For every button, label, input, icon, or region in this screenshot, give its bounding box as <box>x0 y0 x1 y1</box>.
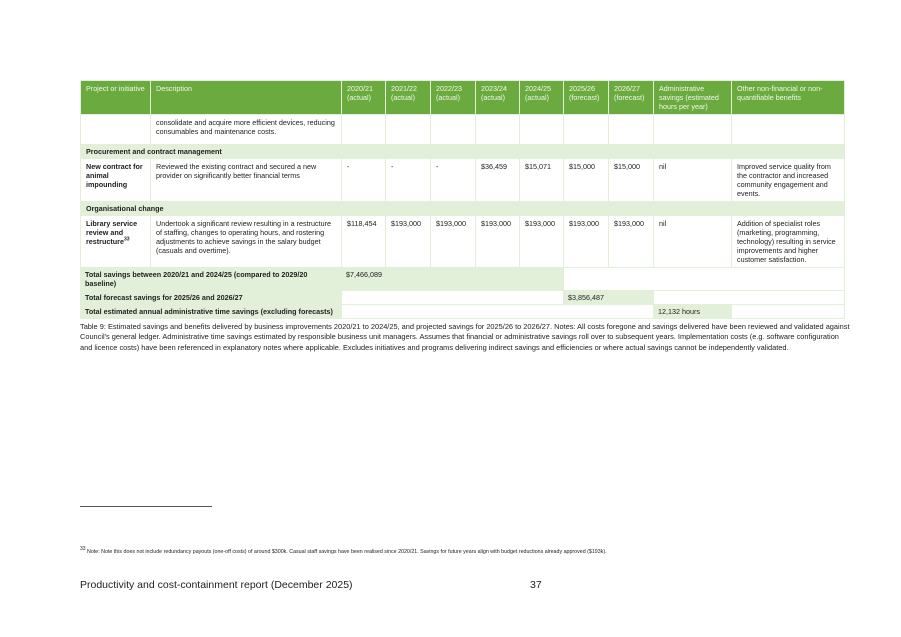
col-header: 2020/21 (actual) <box>341 80 386 115</box>
footnote-divider <box>80 506 212 507</box>
page-number: 37 <box>530 579 542 591</box>
footnote: 33 Note: Note this does not include redu… <box>80 546 607 555</box>
header-row: Project or initiative Description 2020/2… <box>80 80 845 115</box>
description: Reviewed the existing contract and secur… <box>150 158 342 202</box>
col-header: Administrative savings (estimated hours … <box>653 80 732 115</box>
savings-table: Project or initiative Description 2020/2… <box>80 80 845 319</box>
col-header: 2026/27 (forecast) <box>608 80 654 115</box>
table-block: Project or initiative Description 2020/2… <box>80 80 850 353</box>
total-row-forecast: Total forecast savings for 2025/26 and 2… <box>80 290 845 305</box>
footer-title: Productivity and cost-containment report… <box>80 579 353 591</box>
total-row-admin: Total estimated annual administrative ti… <box>80 304 845 319</box>
table-caption: Table 9: Estimated savings and benefits … <box>80 322 850 352</box>
table-row: Library service review and restructure33… <box>80 215 845 268</box>
col-header: 2023/24 (actual) <box>475 80 520 115</box>
section-header: Organisational change <box>80 201 845 216</box>
description: Undertook a significant review resulting… <box>150 215 342 268</box>
table-row: consolidate and acquire more efficient d… <box>80 114 845 145</box>
project: Library service review and restructure33 <box>80 215 151 268</box>
col-header: Other non-financial or non-quantifiable … <box>731 80 845 115</box>
col-header: Description <box>150 80 342 115</box>
col-header: 2021/22 (actual) <box>385 80 431 115</box>
total-row-actual: Total savings between 2020/21 and 2024/2… <box>80 267 845 291</box>
other-benefits: Improved service quality from the contra… <box>731 158 845 202</box>
description: consolidate and acquire more efficient d… <box>150 114 342 145</box>
section-header: Procurement and contract management <box>80 144 845 159</box>
col-header: 2024/25 (actual) <box>519 80 564 115</box>
col-header: Project or initiative <box>80 80 151 115</box>
project: New contract for animal impounding <box>80 158 151 202</box>
col-header: 2022/23 (actual) <box>430 80 476 115</box>
other-benefits: Addition of specialist roles (marketing,… <box>731 215 845 268</box>
table-row: New contract for animal impounding Revie… <box>80 158 845 202</box>
col-header: 2025/26 (forecast) <box>563 80 609 115</box>
